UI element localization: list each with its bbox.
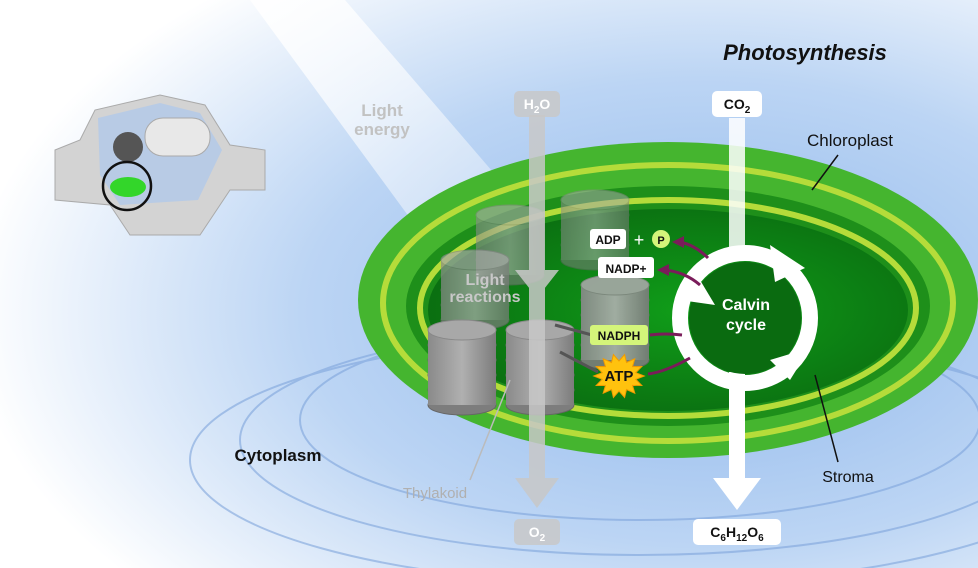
nadph-label: NADPH: [598, 329, 641, 343]
adp-label: ADP: [595, 233, 620, 247]
glucose-label: C6H12O6: [710, 524, 764, 544]
chloroplast-label: Chloroplast: [807, 131, 893, 150]
stroma-pointer: [814, 374, 839, 463]
cytoplasm-label: Cytoplasm: [235, 446, 322, 465]
chloroplast-thumb: [110, 177, 146, 197]
light-reactions-label-1: Light: [465, 272, 505, 289]
title: Photosynthesis: [723, 40, 887, 65]
light-energy-label-2: energy: [354, 120, 410, 139]
adp-box: [590, 229, 626, 249]
vacuole: [144, 117, 211, 157]
light-reactions-label-2: reactions: [449, 289, 520, 306]
nucleus: [113, 132, 143, 162]
light-reaction-arrows: [554, 323, 599, 374]
stroma-label: Stroma: [822, 469, 874, 486]
thylakoid-stacks: [427, 189, 650, 416]
o2-box: [514, 519, 560, 545]
glucose-box: [693, 519, 781, 545]
calvin-cycle-label-1: Calvin: [722, 297, 770, 314]
atp-burst-icon: [592, 353, 646, 399]
nadp-plus-label: NADP+: [605, 262, 646, 276]
o2-label: O2: [529, 524, 546, 544]
light-energy-label-1: Light: [361, 101, 403, 120]
co2-box: [712, 91, 762, 117]
plant-cell-thumbnail: [54, 94, 266, 236]
calvin-cycle-label-2: cycle: [726, 317, 766, 334]
arrowheads: [657, 236, 684, 276]
phosphate-circle: [652, 230, 670, 248]
water-arrow: [515, 115, 559, 508]
co2-label: CO2: [724, 96, 751, 116]
h2o-box: [514, 91, 560, 117]
carbon-arrow: [713, 118, 761, 510]
phosphate-label: P: [657, 235, 664, 247]
chloroplast-pointer: [811, 154, 839, 191]
plus-sign: +: [634, 230, 645, 250]
highlight-circle: [101, 160, 153, 212]
thylakoid-stack: [440, 249, 510, 331]
nadp-box: [598, 257, 654, 278]
thylakoid-label: Thylakoid: [403, 485, 467, 502]
thylakoid-stack: [427, 319, 497, 416]
nadph-box: [590, 325, 648, 345]
calvin-cycle: [672, 245, 818, 391]
h2o-label: H2O: [524, 96, 551, 116]
thylakoid-pointer: [469, 379, 511, 481]
atp-label: ATP: [605, 368, 634, 385]
